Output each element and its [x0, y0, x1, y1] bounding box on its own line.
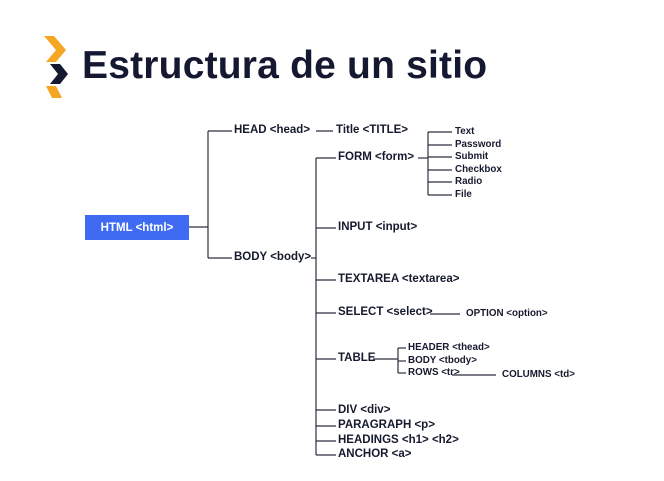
node-title: Title <TITLE>: [336, 124, 408, 136]
node-form: FORM <form>: [338, 151, 415, 163]
table-item-tr: ROWS <tr>: [408, 367, 460, 378]
node-html: HTML <html>: [85, 215, 189, 240]
node-option: OPTION <option>: [466, 308, 548, 319]
node-paragraph: PARAGRAPH <p>: [338, 419, 435, 431]
logo-middle-chevron: [50, 64, 68, 84]
brand-logo-icon: [44, 36, 68, 98]
node-headings: HEADINGS <h1> <h2>: [338, 434, 459, 446]
node-select: SELECT <select>: [338, 306, 433, 318]
node-columns: COLUMNS <td>: [502, 369, 575, 380]
node-anchor: ANCHOR <a>: [338, 448, 412, 460]
node-textarea: TEXTAREA <textarea>: [338, 273, 460, 285]
node-head: HEAD <head>: [234, 124, 311, 136]
logo-top-chevron: [44, 36, 66, 62]
form-item-file: File: [455, 189, 472, 200]
node-input: INPUT <input>: [338, 221, 418, 233]
logo-bottom-chevron: [46, 86, 62, 98]
node-div: DIV <div>: [338, 404, 391, 416]
form-item-submit: Submit: [455, 151, 489, 162]
form-item-checkbox: Checkbox: [455, 164, 502, 175]
form-item-radio: Radio: [455, 176, 483, 187]
node-body: BODY <body>: [234, 251, 312, 263]
table-item-tbody: BODY <tbody>: [408, 355, 477, 366]
node-table: TABLE: [338, 352, 376, 364]
table-item-thead: HEADER <thead>: [408, 342, 490, 353]
form-item-text: Text: [455, 126, 475, 137]
form-item-password: Password: [455, 139, 502, 150]
page-title: Estructura de un sitio: [82, 44, 488, 87]
